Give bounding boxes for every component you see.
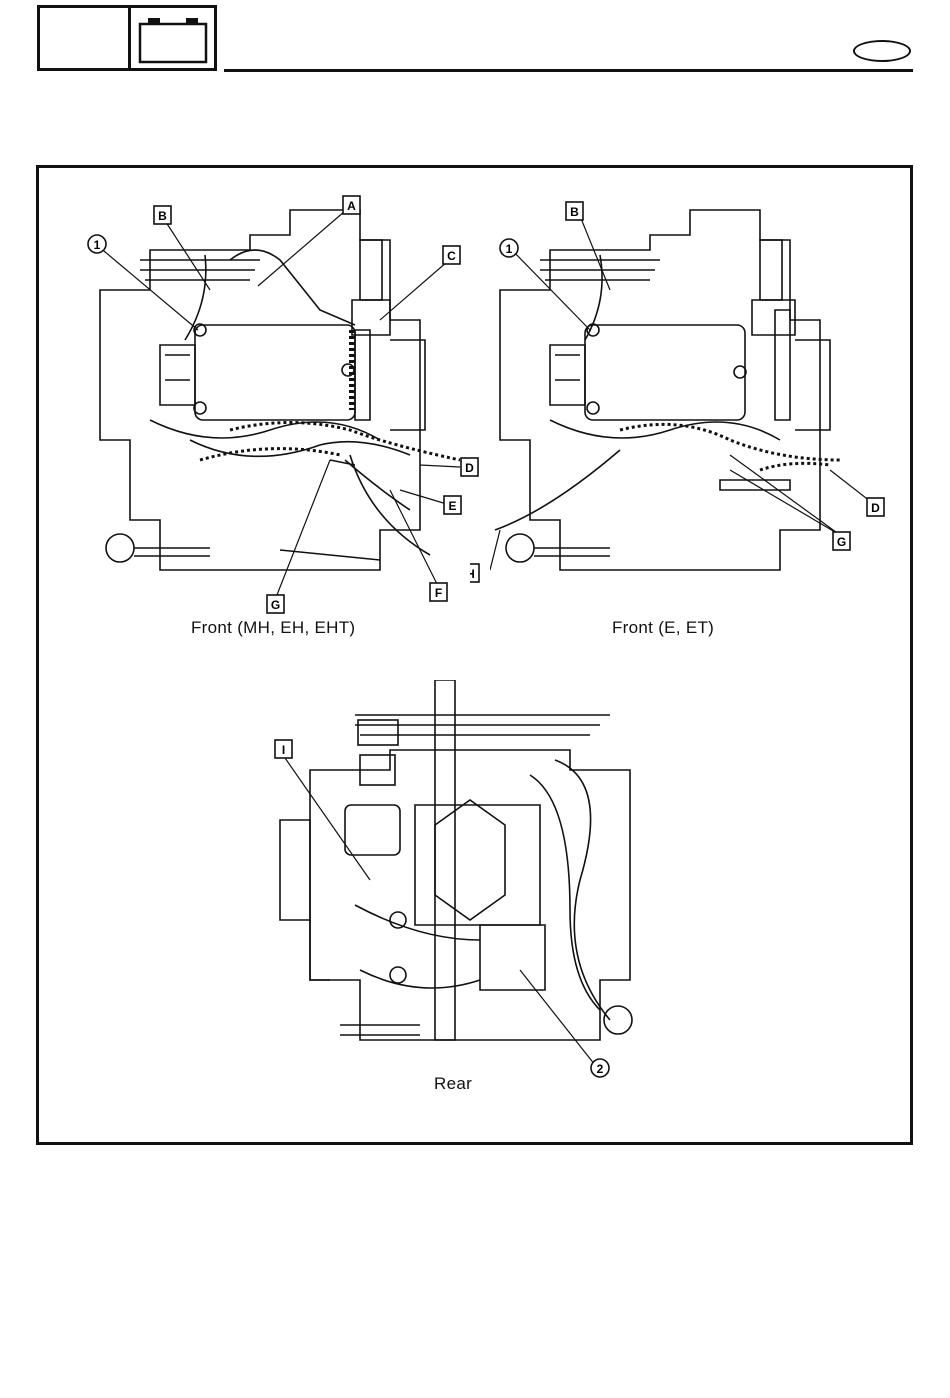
svg-text:E: E xyxy=(448,499,456,513)
callout-h-right: H xyxy=(470,564,479,582)
svg-text:F: F xyxy=(435,586,442,600)
callout-b-left: B xyxy=(154,206,171,224)
caption-front-e-et: Front (E, ET) xyxy=(612,618,714,638)
svg-text:H: H xyxy=(470,567,475,581)
svg-text:C: C xyxy=(447,249,456,263)
svg-text:2: 2 xyxy=(597,1062,604,1076)
header-rule xyxy=(224,69,913,72)
svg-text:D: D xyxy=(871,501,880,515)
callout-c-left: C xyxy=(443,246,460,264)
callout-b-right: B xyxy=(566,202,583,220)
svg-text:B: B xyxy=(570,205,579,219)
svg-text:B: B xyxy=(158,209,167,223)
svg-text:G: G xyxy=(837,535,846,549)
rear-callouts: I 2 xyxy=(270,730,630,1090)
svg-text:G: G xyxy=(271,598,280,612)
callout-e-left: E xyxy=(444,496,461,514)
front-right-callouts: B D G H 1 xyxy=(470,190,900,630)
callout-a-left: A xyxy=(343,196,360,214)
front-left-callouts: B A C D E F G 1 xyxy=(60,190,480,630)
svg-text:1: 1 xyxy=(506,242,513,256)
language-badge xyxy=(853,40,911,62)
callout-i-rear: I xyxy=(275,740,292,758)
part-1-left: 1 xyxy=(88,235,106,253)
callout-g-left: G xyxy=(267,595,284,613)
callout-d-right: D xyxy=(867,498,884,516)
callout-f-left: F xyxy=(430,583,447,601)
header-divider xyxy=(128,5,131,71)
svg-text:1: 1 xyxy=(94,238,101,252)
part-1-right: 1 xyxy=(500,239,518,257)
battery-icon xyxy=(138,16,210,66)
caption-rear: Rear xyxy=(434,1074,472,1094)
svg-text:I: I xyxy=(282,743,285,757)
callout-g-right: G xyxy=(833,532,850,550)
svg-text:A: A xyxy=(347,199,356,213)
caption-front-mh-eh-eht: Front (MH, EH, EHT) xyxy=(191,618,355,638)
part-2-rear: 2 xyxy=(591,1059,609,1077)
